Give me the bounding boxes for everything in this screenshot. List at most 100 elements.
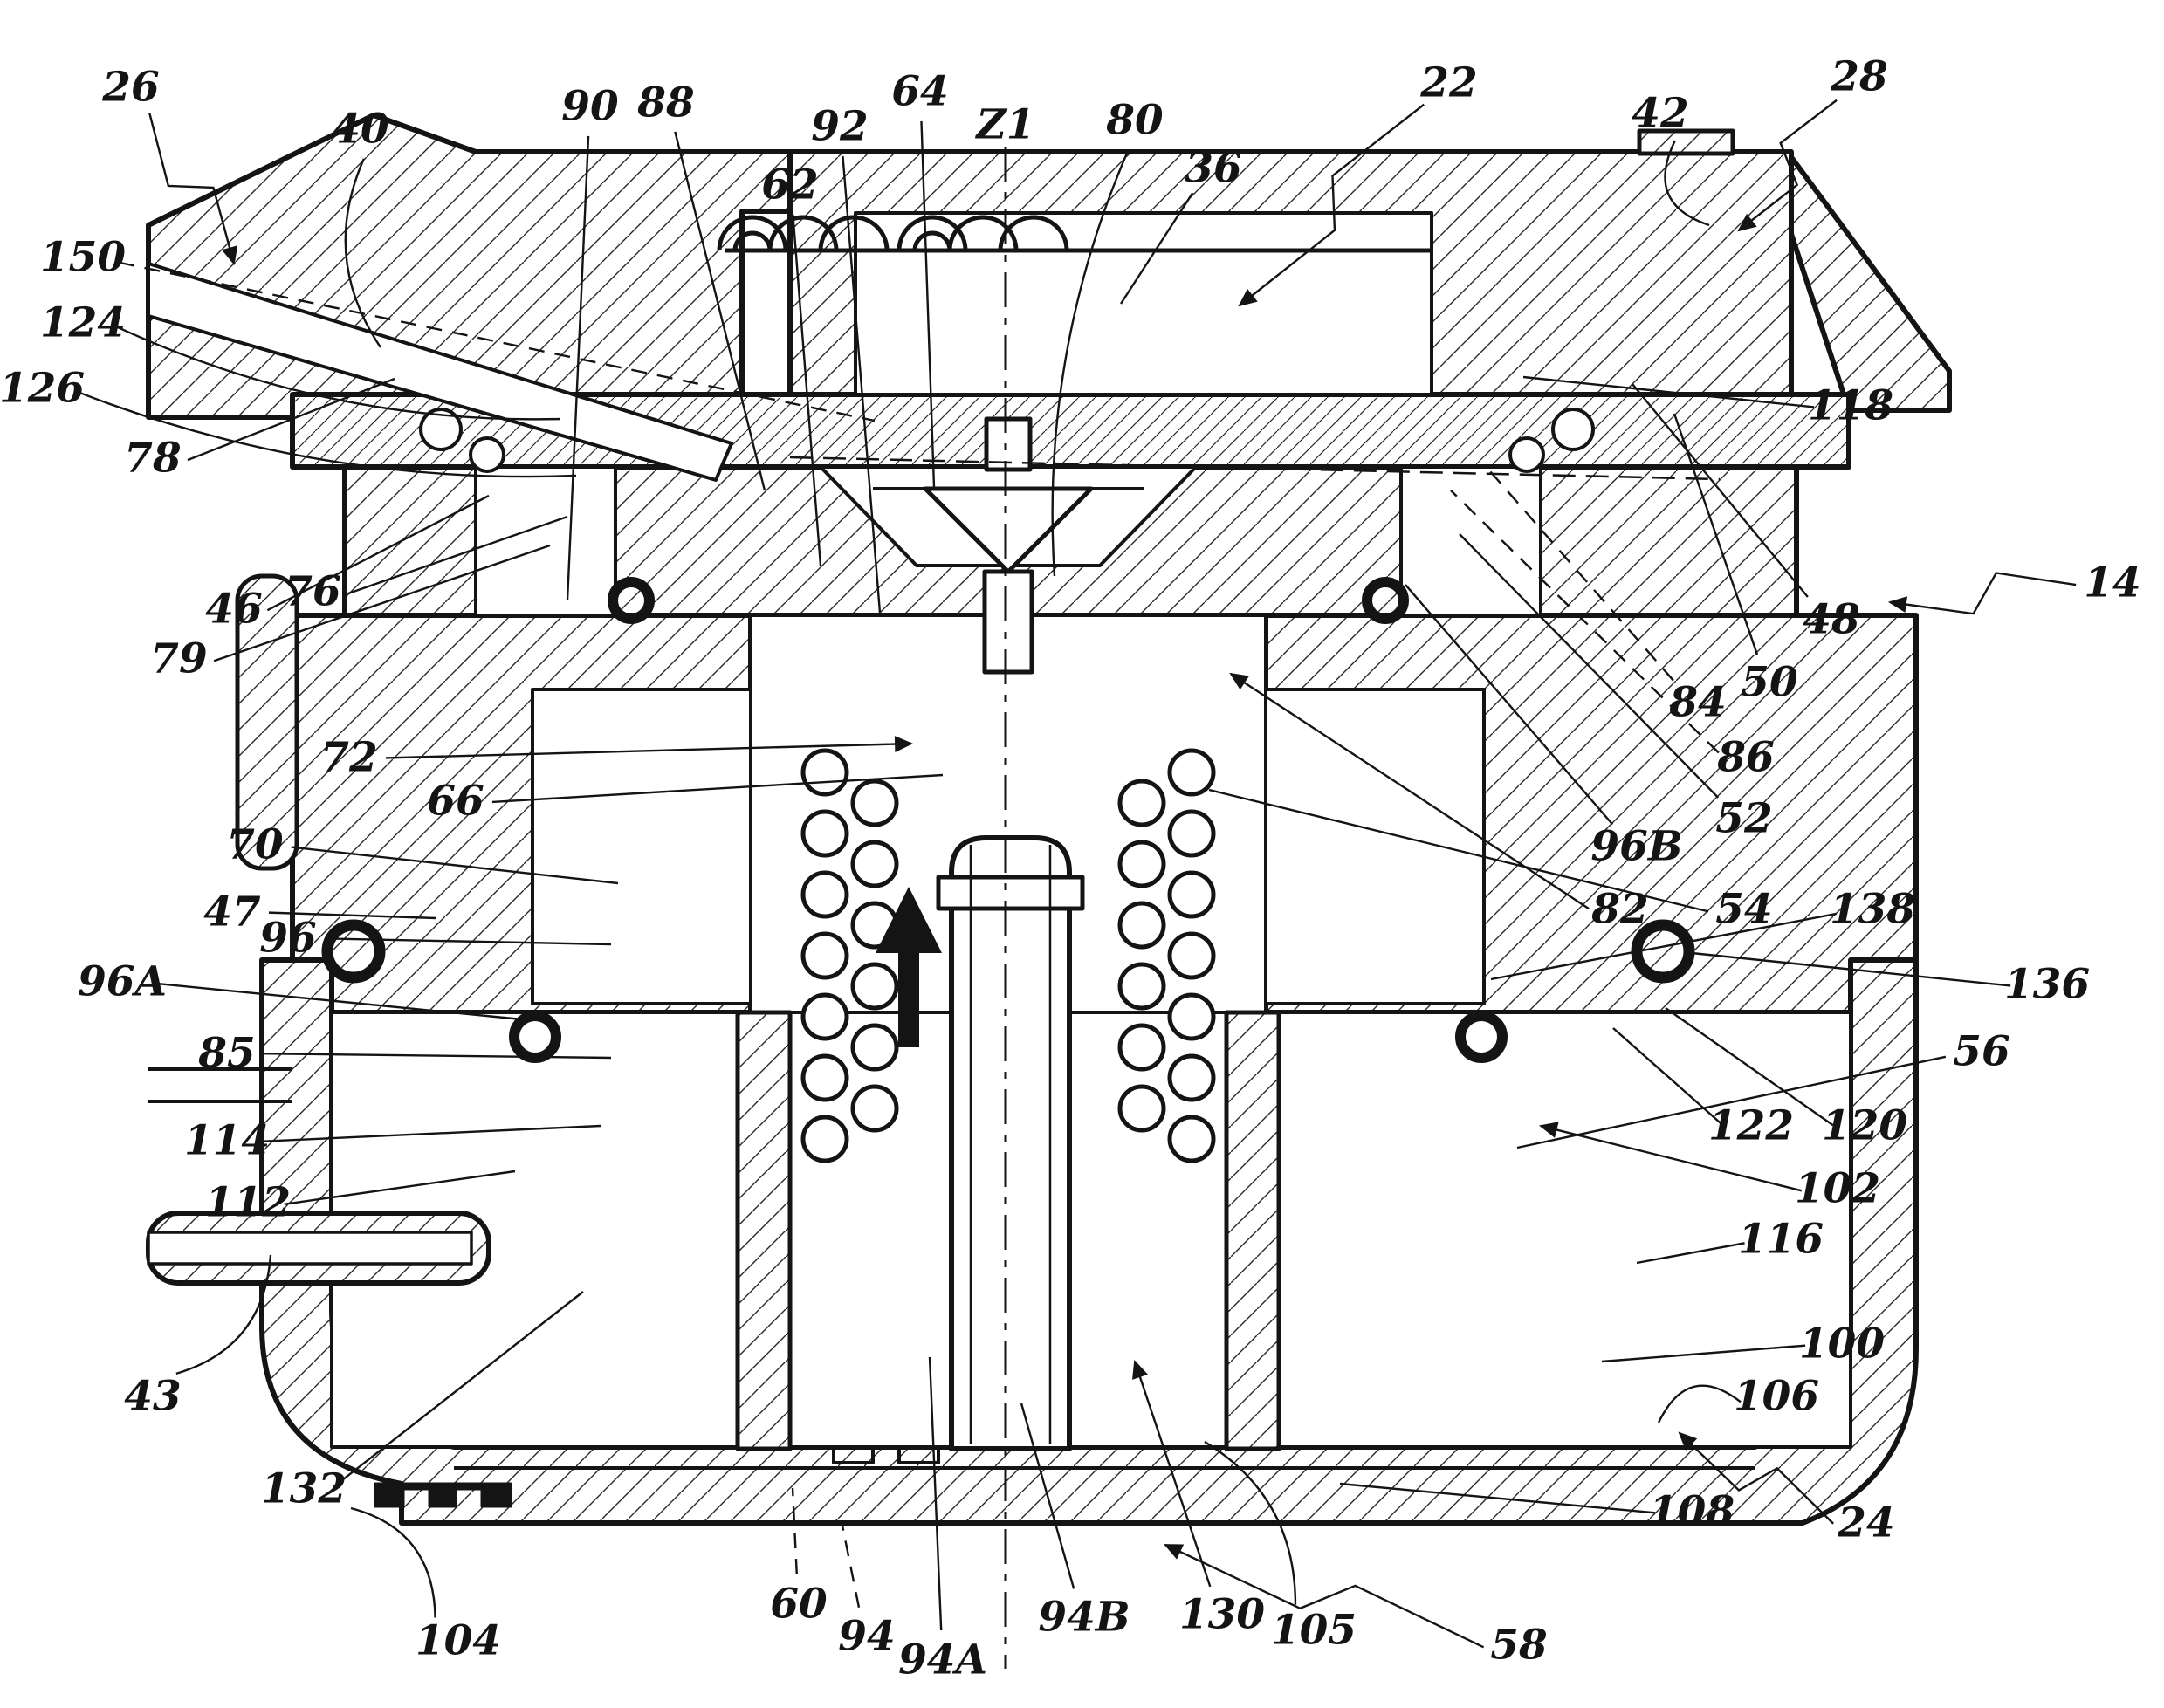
ref-label-120: 120: [1665, 1007, 1907, 1150]
right-sleeve-bore: [1399, 465, 1542, 617]
ref-label-102: 102: [1538, 1122, 1880, 1213]
leader-line-43: [175, 1254, 272, 1375]
leader-line-40: [344, 158, 381, 348]
leader-line-79: [213, 544, 551, 662]
leader-line-84: [1483, 463, 1674, 682]
leader-line-124: [118, 326, 561, 421]
leader-line-94: [841, 1525, 861, 1609]
o-ring-wall-left: [321, 919, 386, 984]
ref-label-138: 138: [1490, 886, 1915, 981]
ref-label-72: 72: [320, 734, 914, 782]
device-drawing: [146, 113, 1952, 1669]
ref-number-36: 36: [1185, 145, 1241, 193]
ref-number-120: 120: [1822, 1102, 1907, 1150]
leader-line-132: [333, 1291, 584, 1488]
ref-number-76: 76: [284, 568, 340, 616]
cover-cavity: [854, 211, 1433, 396]
ref-label-56: 56: [1516, 1028, 2010, 1149]
ref-label-47: 47: [203, 888, 437, 936]
ref-label-114: 114: [184, 1117, 601, 1165]
ref-label-26: 26: [101, 64, 238, 266]
ref-number-54: 54: [1715, 886, 1772, 934]
leader-line-64: [920, 120, 936, 488]
ref-number-92: 92: [811, 103, 868, 151]
leader-line-96A: [158, 983, 523, 1021]
ref-number-70: 70: [226, 821, 284, 869]
leader-line-120: [1665, 1007, 1834, 1127]
leader-line-70: [291, 846, 619, 885]
ref-number-84: 84: [1668, 679, 1726, 727]
leader-line-28: [1737, 99, 1838, 232]
leader-line-90: [566, 135, 590, 601]
leader-line-62: [792, 214, 822, 566]
ref-label-43: 43: [124, 1254, 272, 1421]
ref-number-58: 58: [1490, 1622, 1547, 1670]
ref-number-28: 28: [1830, 53, 1887, 101]
top-cover-boss: [1637, 128, 1735, 156]
leader-line-48: [1632, 383, 1809, 598]
leader-line-114: [263, 1124, 601, 1142]
ref-label-116: 116: [1636, 1216, 1824, 1265]
bolt-hole-left-1: [419, 408, 463, 451]
ref-label-24: 24: [1678, 1431, 1895, 1547]
ref-label-66: 66: [427, 773, 944, 826]
ref-label-36: 36: [1119, 145, 1242, 305]
leader-line-42: [1664, 140, 1710, 227]
ref-number-80: 80: [1105, 97, 1164, 145]
bolt-hole-right-2: [1508, 436, 1545, 473]
ref-number-Z1: Z1: [974, 101, 1034, 149]
ref-label-88: 88: [636, 79, 766, 491]
leader-line-46: [266, 494, 490, 612]
o-ring-inner-right: [1455, 1011, 1508, 1063]
leader-line-54: [1208, 788, 1709, 913]
ref-number-86: 86: [1716, 734, 1774, 782]
ref-label-84: 84: [1483, 463, 1727, 727]
leader-line-52: [1459, 533, 1720, 799]
leader-line-78: [187, 377, 395, 462]
ref-number-85: 85: [197, 1030, 255, 1078]
ref-label-46: 46: [205, 494, 490, 634]
leader-line-105: [1204, 1440, 1297, 1605]
stub-bore: [147, 1231, 473, 1266]
ref-number-24: 24: [1837, 1499, 1894, 1547]
leader-line-108: [1339, 1482, 1656, 1514]
ref-number-26: 26: [101, 64, 159, 112]
leader-line-96B: [1405, 584, 1614, 826]
left-pocket: [531, 688, 752, 1005]
ref-number-100: 100: [1799, 1320, 1885, 1368]
ref-label-100: 100: [1601, 1320, 1885, 1368]
ref-label-118: 118: [1522, 375, 1893, 430]
leader-line-26: [148, 113, 238, 266]
ref-number-96A: 96A: [78, 958, 167, 1006]
leader-line-138: [1490, 912, 1837, 981]
leader-line-150: [118, 261, 876, 422]
inlet-bore: [147, 262, 733, 482]
leader-line-106: [1657, 1384, 1742, 1423]
ref-number-150: 150: [40, 234, 126, 282]
o-ring-upper-left: [608, 577, 655, 624]
leader-line-126: [78, 391, 577, 478]
ref-number-105: 105: [1271, 1607, 1357, 1655]
ref-label-85: 85: [197, 1030, 612, 1078]
return-spring-right: [1117, 748, 1216, 1163]
plunger-inner-lines: [969, 845, 1052, 1444]
ref-number-14: 14: [2084, 559, 2140, 607]
bolt-hole-left-2: [469, 436, 505, 473]
ref-label-22: 22: [1238, 59, 1478, 307]
valve-stem: [982, 569, 1034, 675]
ref-number-22: 22: [1419, 59, 1477, 107]
ref-number-78: 78: [124, 435, 181, 483]
ref-number-104: 104: [416, 1617, 501, 1665]
serrated-pad: [374, 1482, 512, 1508]
datum-dashed-line: [789, 456, 1721, 481]
leader-line-100: [1601, 1344, 1806, 1363]
ref-label-130: 130: [1132, 1360, 1265, 1639]
ref-label-90: 90: [561, 83, 619, 601]
ref-number-64: 64: [891, 68, 948, 116]
leader-line-60: [791, 1487, 798, 1575]
ref-number-122: 122: [1708, 1102, 1794, 1150]
inner-cylinder-left-wall: [735, 1010, 793, 1451]
ref-number-132: 132: [261, 1465, 347, 1513]
leader-line-76: [347, 515, 568, 595]
